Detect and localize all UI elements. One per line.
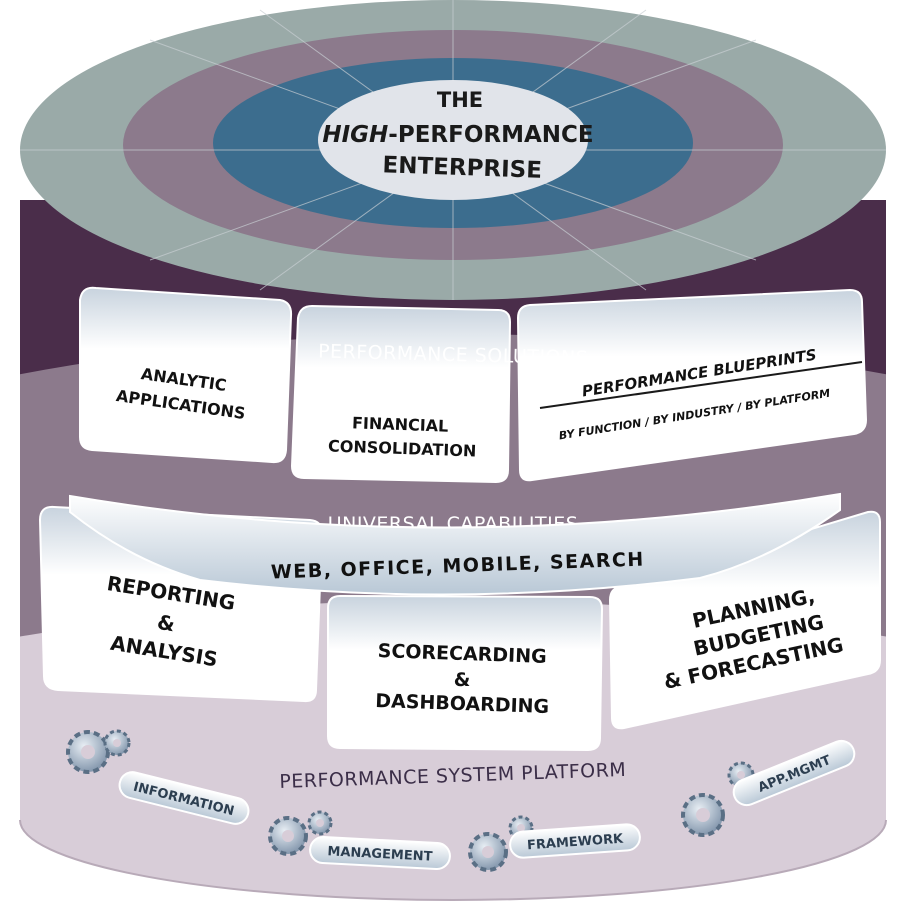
framework-label: FRAMEWORK [527, 832, 625, 854]
financial-line1: FINANCIAL [352, 413, 449, 435]
center-ellipse [318, 80, 588, 200]
pill-app-mgmt [732, 739, 856, 807]
reporting-line2: & [156, 610, 177, 636]
management-label: MANAGEMENT [327, 844, 433, 864]
pill-management [309, 836, 451, 870]
title-enterprise: ENTERPRISE [382, 152, 542, 184]
capabilities-banner [69, 492, 841, 596]
top-disk: THE HIGH-PERFORMANCE ENTERPRISE [20, 0, 886, 300]
pill-framework [509, 823, 641, 859]
performance-solutions-tier: ANALYTIC APPLICATIONS FINANCIAL CONSOLID… [79, 286, 868, 484]
scorecarding-line2: & [454, 669, 471, 691]
solutions-box-financial [290, 304, 512, 484]
gear-management [268, 810, 333, 856]
cylinder-bottom-rim [19, 819, 887, 901]
pill-information [118, 771, 250, 825]
universal-capabilities-tier: UNIVERSAL CAPABILITIES REPORTING & ANALY… [38, 492, 881, 752]
performance-system-platform-tier: PERFORMANCE SYSTEM PLATFORM INFORMATION … [66, 729, 856, 872]
solutions-box-analytic [79, 286, 293, 464]
solutions-box-blueprints [516, 288, 868, 482]
gear-information [66, 729, 131, 774]
capabilities-box-scorecarding [327, 594, 604, 752]
title-the: THE [437, 88, 483, 112]
title-high-performance: HIGH-PERFORMANCE [322, 122, 593, 148]
blueprints-divider [539, 361, 863, 409]
